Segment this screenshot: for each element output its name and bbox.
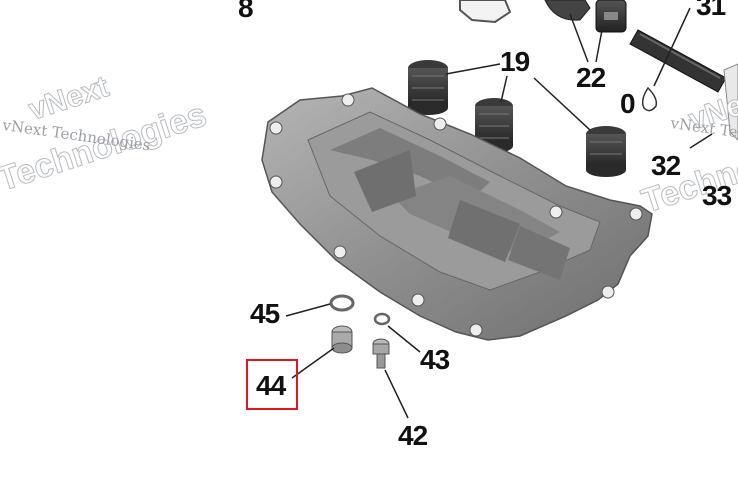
filter-screen-19a [408,60,448,115]
callout-43[interactable]: 43 [420,344,450,375]
washer-43 [373,312,391,326]
part-housing-top [459,0,512,24]
callout-0[interactable]: 0 [620,88,636,119]
callout-32[interactable]: 32 [651,150,681,181]
callout-22[interactable]: 22 [576,62,606,93]
washer-45 [329,294,355,312]
callout-33[interactable]: 33 [702,180,732,211]
part-connector-22 [544,0,627,33]
plug-44 [331,325,353,354]
selected-callout-highlight[interactable] [246,359,298,410]
droplet-icon [641,86,658,112]
callout-19[interactable]: 19 [500,46,530,77]
filter-screen-19c [586,126,626,177]
main-plate [261,87,653,341]
part-fragment-right [723,63,738,141]
bolt-42 [372,338,390,369]
callout-42[interactable]: 42 [398,420,428,451]
part-hose-31 [629,29,727,93]
callout-44[interactable]: 44 [256,370,286,401]
callout-8[interactable]: 8 [238,0,254,23]
callout-31[interactable]: 31 [696,0,726,21]
leader-lines [285,7,713,419]
callout-45[interactable]: 45 [250,298,280,329]
